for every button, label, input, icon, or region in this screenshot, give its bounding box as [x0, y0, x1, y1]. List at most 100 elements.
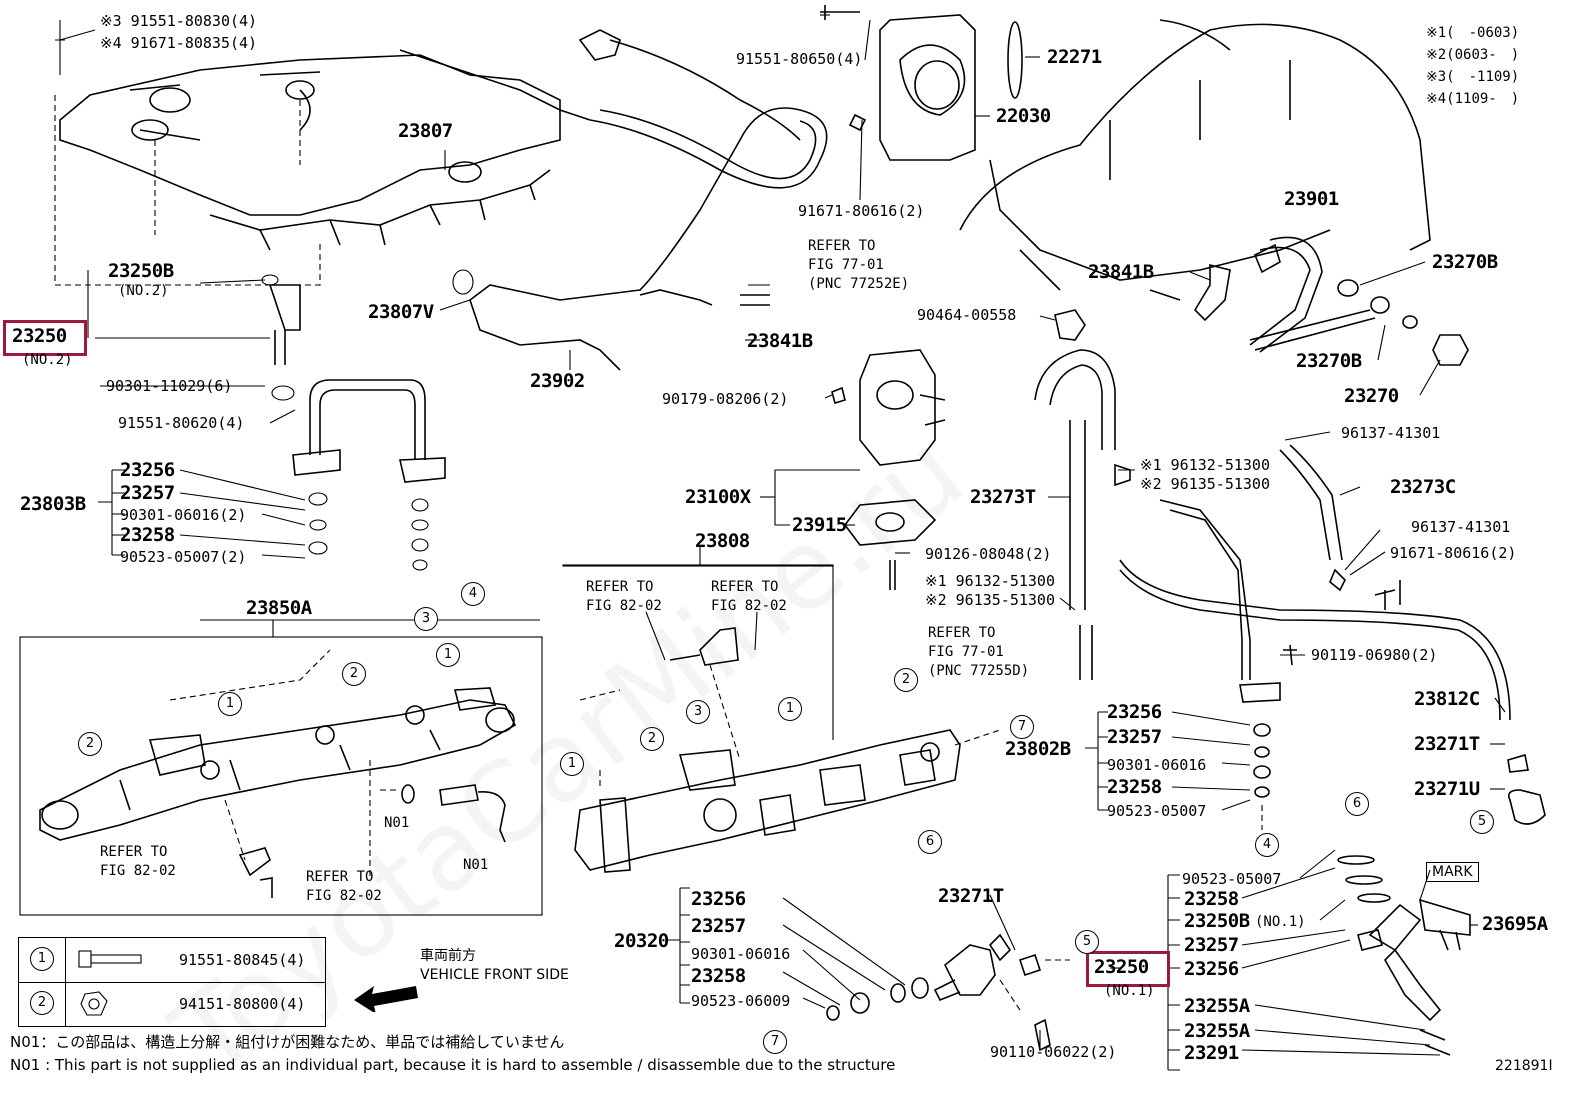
code-legend: ※1( -0603) ※2(0603- ) ※3( -1109) ※4(1109…: [1426, 22, 1519, 110]
label-23271u: 23271U: [1414, 778, 1480, 800]
label-90523-05007-left: 90523-05007(2): [120, 548, 247, 566]
fuel-pipe-left-illustration: [268, 284, 446, 483]
label-90179-08206: 90179-08206(2): [662, 390, 789, 408]
label-90126-08048: 90126-08048(2): [925, 545, 1052, 563]
refer-fig-77-01-pnc-77255d: REFER TO FIG 77-01 (PNC 77255D): [928, 625, 1030, 679]
label-23256-bottom: 23256: [691, 888, 746, 910]
front-direction-arrow-icon: [354, 986, 418, 1012]
label-23258-bottom: 23258: [691, 965, 746, 987]
label-23250b-no2: 23250B: [108, 260, 174, 282]
label-n01-sensor: N01: [463, 857, 489, 873]
label-23257-right: 23257: [1107, 726, 1162, 748]
vacuum-hose-illustration: [1034, 349, 1511, 721]
label-23258-bottom-right: 23258: [1184, 888, 1239, 910]
label-23807: 23807: [398, 120, 453, 142]
label-23250b-no1: 23250B: [1184, 910, 1250, 932]
label-23841b-lower: 23841B: [747, 330, 813, 352]
fuel-hose-illustration: [469, 29, 828, 371]
callout-5: 5: [1470, 810, 1494, 834]
label-23271t-right: 23271T: [1414, 733, 1480, 755]
callout-3: 3: [414, 607, 438, 631]
label-23250-no1: 23250: [1094, 956, 1149, 978]
label-90523-05007-bottom: 90523-05007: [1182, 870, 1282, 888]
pressure-sensor-illustration: [401, 784, 506, 843]
label-23257-bottom: 23257: [691, 915, 746, 937]
label-96132-51300-upper: ※1 96132-51300: [1140, 456, 1270, 474]
refer-fig-77-01-pnc-77252e: REFER TO FIG 77-01 (PNC 77252E): [808, 238, 910, 292]
label-90301-11029: 90301-11029(6): [106, 377, 233, 395]
label-91671-80616: 91671-80616(2): [798, 202, 925, 220]
callout-4: 4: [1255, 833, 1279, 857]
refer-fig-82-02-b: REFER TO FIG 82-02: [711, 579, 787, 614]
callout-2: 2: [894, 668, 918, 692]
fuel-pipe-right-illustration: [1239, 589, 1546, 825]
callout-7: 7: [763, 1030, 787, 1054]
label-91551-80830: ※3 91551-80830(4): [100, 12, 258, 30]
intake-manifold-illustration: [959, 19, 1431, 301]
label-23257-left: 23257: [120, 482, 175, 504]
callout-7: 7: [1010, 715, 1034, 739]
label-23901: 23901: [1284, 188, 1339, 210]
delivery-pipe-left-illustration: [39, 687, 517, 841]
label-90464-00558: 90464-00558: [917, 306, 1017, 324]
label-23255a-2: 23255A: [1184, 1020, 1250, 1042]
label-23255a-1: 23255A: [1184, 995, 1250, 1017]
vehicle-front-label-en: VEHICLE FRONT SIDE: [420, 967, 569, 983]
label-96135-51300-lower: ※2 96135-51300: [925, 591, 1055, 609]
label-23841b-upper: 23841B: [1088, 261, 1154, 283]
label-23270b-upper: 23270B: [1432, 251, 1498, 273]
label-n01-seal: N01: [384, 815, 410, 831]
label-96137-41301-upper: 96137-41301: [1341, 424, 1441, 442]
label-96135-51300-upper: ※2 96135-51300: [1140, 475, 1270, 493]
key-table-row-2-number: 2: [30, 991, 54, 1015]
injector-no1-illustration: [1337, 855, 1471, 1056]
key-table-row-2-part: 94151-80800(4): [179, 995, 306, 1013]
delivery-pipe-right-illustration: [574, 627, 961, 873]
note-n01-jp: N01：この部品は、構造上分解・組付けが困難なため、単品では補給していません: [10, 1033, 565, 1051]
label-90301-06016-left: 90301-06016(2): [120, 506, 247, 524]
label-23257-bottom-right: 23257: [1184, 934, 1239, 956]
label-23803b: 23803B: [20, 493, 86, 515]
label-23100x: 23100X: [685, 486, 751, 508]
label-23250-no2-note: (NO.2): [22, 352, 73, 368]
code-legend-4: ※4(1109- ): [1426, 91, 1520, 107]
bolt-icon: [78, 950, 142, 968]
label-23902: 23902: [530, 370, 585, 392]
label-23250-no2: 23250: [12, 325, 67, 347]
label-23250b-no2-note: (NO.2): [118, 283, 169, 299]
label-23270b-lower: 23270B: [1296, 350, 1362, 372]
label-23802b: 23802B: [1005, 738, 1071, 760]
label-90523-05007-right: 90523-05007: [1107, 802, 1207, 820]
label-22271: 22271: [1047, 46, 1102, 68]
highlight-box-23250-right: [1086, 951, 1170, 987]
label-23273t: 23273T: [970, 486, 1036, 508]
label-20320: 20320: [614, 930, 669, 952]
mark-tag: MARK: [1426, 862, 1479, 882]
label-23273c: 23273C: [1390, 476, 1456, 498]
label-96137-41301-lower: 96137-41301: [1411, 518, 1511, 536]
label-23256-left: 23256: [120, 459, 175, 481]
callout-3: 3: [686, 700, 710, 724]
label-96132-51300-lower: ※1 96132-51300: [925, 572, 1055, 590]
refer-fig-82-02-d: REFER TO FIG 82-02: [306, 869, 382, 904]
highlight-box-23250-left: [3, 320, 87, 356]
label-23850a: 23850A: [246, 597, 312, 619]
label-91551-80620: 91551-80620(4): [118, 414, 245, 432]
note-n01-en: N01 : This part is not supplied as an in…: [10, 1056, 896, 1074]
key-table-row-2: 2 94151-80800(4): [19, 982, 325, 1026]
nut-icon: [80, 991, 108, 1016]
callout-1: 1: [778, 697, 802, 721]
key-table-row-1: 1 91551-80845(4): [19, 938, 325, 983]
label-22030: 22030: [996, 105, 1051, 127]
fastener-key-table: 1 91551-80845(4) 2 94151-80800(4): [18, 937, 326, 1027]
key-table-row-1-part: 91551-80845(4): [179, 951, 306, 969]
callout-1: 1: [218, 692, 242, 716]
delivery-pipe-upper-illustration: [59, 49, 591, 251]
label-91671-80616-lower: 91671-80616(2): [1390, 544, 1517, 562]
callout-1: 1: [560, 752, 584, 776]
vsv-valve-illustration: [831, 309, 1086, 590]
code-legend-3: ※3( -1109): [1426, 69, 1520, 85]
label-23250-no1-note: (NO.1): [1104, 983, 1155, 999]
label-91551-80650: 91551-80650(4): [736, 50, 863, 68]
label-23915: 23915: [792, 514, 847, 536]
